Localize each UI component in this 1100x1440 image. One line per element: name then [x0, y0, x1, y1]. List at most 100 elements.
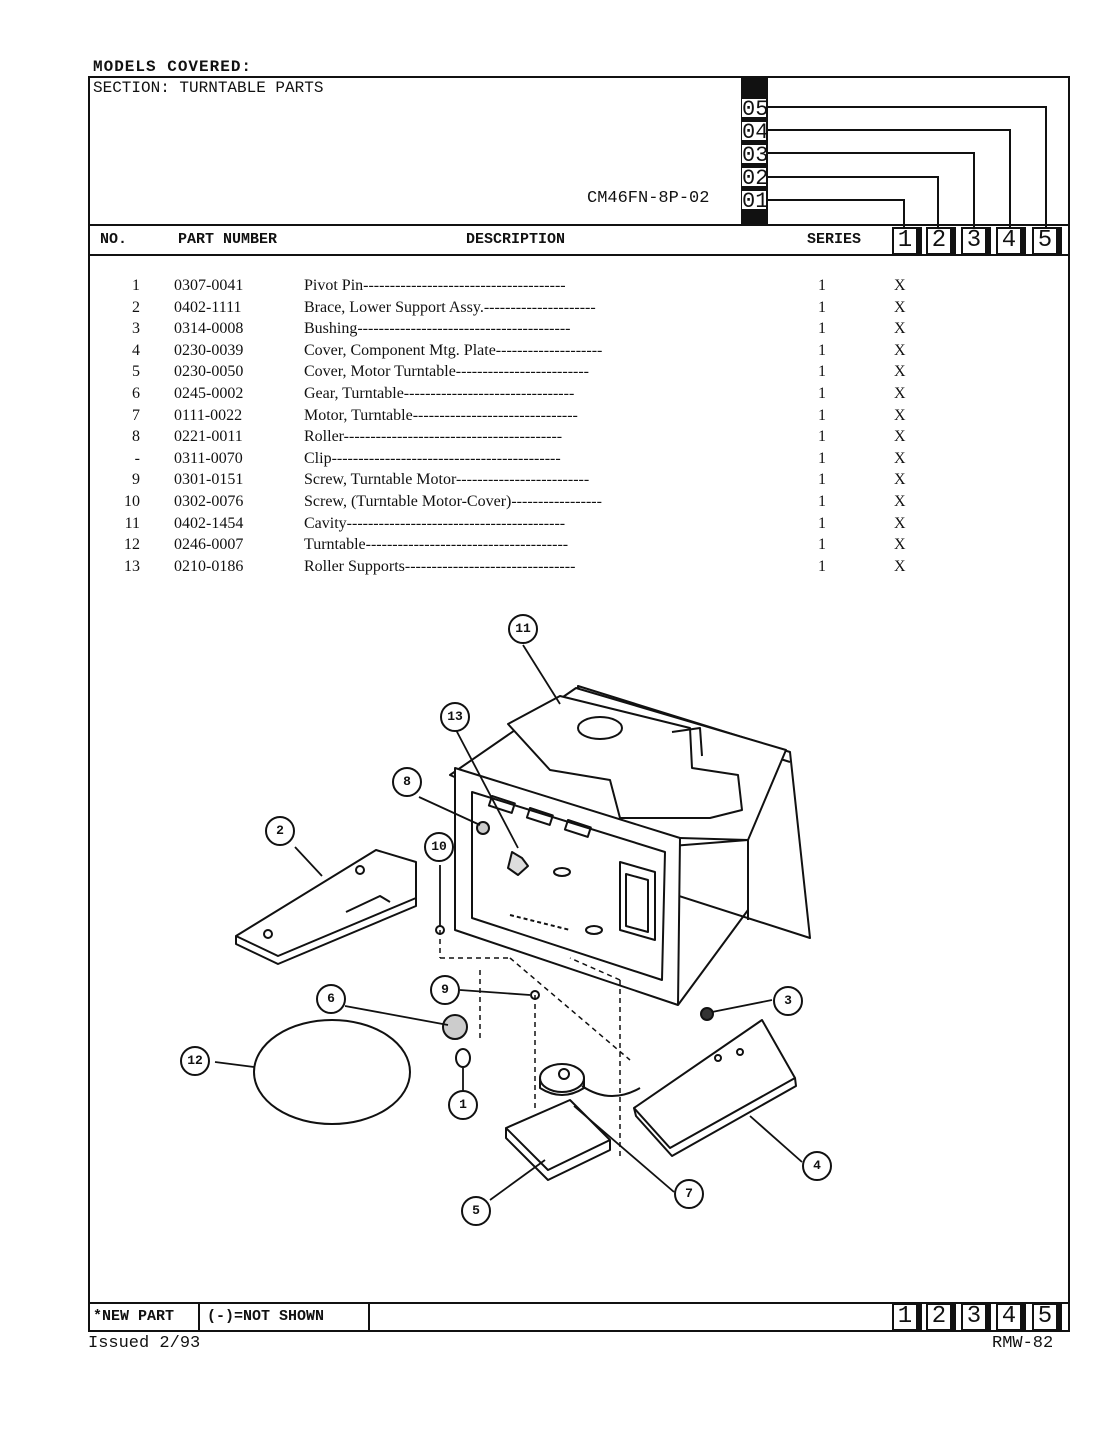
model-suffix: 02 [742, 166, 769, 191]
new-part-legend: *NEW PART [93, 1308, 175, 1325]
series-box: 2 [926, 227, 956, 255]
brace-drawing [235, 849, 417, 965]
model-suffix: 04 [742, 120, 769, 145]
cavity-drawing [449, 685, 811, 1006]
part-index: 1 [132, 277, 140, 294]
part-number: 0230-0050 [174, 363, 244, 381]
part-number: 0230-0039 [174, 341, 244, 359]
part-quantity: 1 [818, 493, 826, 510]
part-quantity: 1 [818, 406, 826, 424]
page-code: RMW-82 [992, 1334, 1054, 1353]
parts-row: 10 0302-0076 Screw, (Turntable Motor-Cover… [0, 493, 1100, 514]
issued-date: Issued 2/93 [88, 1334, 201, 1353]
part-series-mark: X [894, 406, 906, 424]
exploded-diagram [214, 644, 811, 1201]
part-series-mark: X [894, 363, 906, 381]
parts-row: 12 0246-0007 Turntable--------------------… [0, 536, 1100, 557]
part-series-mark: X [894, 341, 906, 359]
part-index: 12 [124, 536, 140, 554]
not-shown-legend: (-)=NOT SHOWN [207, 1308, 325, 1325]
part-number: 0246-0007 [174, 536, 244, 554]
callout-bubble: 4 [802, 1151, 832, 1181]
col-description: DESCRIPTION [466, 231, 566, 248]
series-box: 1 [892, 1303, 922, 1331]
part-index: 10 [124, 493, 140, 510]
part-description: Clip------------------------------------… [304, 449, 561, 467]
part-quantity: 1 [818, 363, 826, 381]
part-series-mark: X [894, 514, 906, 532]
part-quantity: 1 [818, 536, 826, 554]
part-number: 0210-0186 [174, 557, 244, 575]
model-code: CM46FN-8P-02 [587, 189, 710, 208]
part-number: 0311-0070 [174, 449, 243, 467]
callout-bubble: 3 [773, 986, 803, 1016]
part-description: Screw, Turntable Motor------------------… [304, 471, 590, 489]
callout-bubble: 2 [265, 816, 295, 846]
part-description: Cavity----------------------------------… [304, 514, 566, 532]
part-index: 4 [132, 341, 140, 359]
part-quantity: 1 [818, 449, 826, 467]
part-series-mark: X [894, 320, 906, 338]
part-index: 9 [132, 471, 140, 489]
col-no: NO. [100, 231, 128, 248]
models-covered-label: MODELS COVERED: [93, 58, 253, 76]
header-bottom-rule [88, 254, 1070, 256]
footer-top-rule [88, 1302, 1070, 1304]
footer-divider-2 [368, 1302, 370, 1332]
part-index: 3 [132, 320, 140, 338]
part-index: - [134, 449, 140, 467]
series-box: 2 [926, 1303, 956, 1331]
part-index: 2 [132, 298, 140, 316]
part-description: Screw, (Turntable Motor-Cover)----------… [304, 493, 602, 510]
callout-bubble: 10 [424, 832, 454, 862]
part-number: 0307-0041 [174, 277, 244, 294]
part-number: 0402-1454 [174, 514, 244, 532]
callout-bubble: 9 [430, 975, 460, 1005]
callout-bubble: 7 [674, 1179, 704, 1209]
part-index: 8 [132, 428, 140, 446]
parts-row: 4 0230-0039 Cover, Component Mtg. Plate---… [0, 342, 1100, 363]
callout-bubble: 1 [448, 1090, 478, 1120]
part-series-mark: X [894, 449, 906, 467]
part-index: 13 [124, 557, 140, 575]
part-quantity: 1 [818, 471, 826, 489]
col-series: SERIES [807, 231, 862, 248]
part-quantity: 1 [818, 514, 826, 532]
model-suffix: 03 [742, 143, 769, 168]
callout-bubble: 11 [508, 614, 538, 644]
footer-divider-1 [198, 1302, 200, 1332]
part-number: 0402-1111 [174, 298, 242, 316]
part-number: 0302-0076 [174, 493, 244, 510]
page-frame [88, 76, 1070, 1332]
series-box: 3 [961, 227, 991, 255]
part-quantity: 1 [818, 341, 826, 359]
part-series-mark: X [894, 428, 906, 446]
part-index: 7 [132, 406, 140, 424]
series-box: 4 [996, 227, 1026, 255]
parts-row: - 0311-0070 Clip--------------------------… [0, 450, 1100, 471]
part-number: 0314-0008 [174, 320, 244, 338]
header-top-rule [88, 224, 1070, 226]
callout-bubble: 13 [440, 702, 470, 732]
part-number: 0245-0002 [174, 385, 244, 402]
part-description: Cover, Component Mtg. Plate-------------… [304, 341, 603, 359]
callout-bubble: 6 [316, 984, 346, 1014]
part-description: Roller----------------------------------… [304, 428, 563, 446]
callout-bubble: 5 [461, 1196, 491, 1226]
part-series-mark: X [894, 557, 906, 575]
section-title: SECTION: TURNTABLE PARTS [93, 79, 324, 97]
series-box: 3 [961, 1303, 991, 1331]
model-suffix: 01 [742, 189, 769, 214]
part-description: Motor, Turntable------------------------… [304, 406, 578, 424]
part-series-mark: X [894, 493, 906, 510]
series-box: 5 [1032, 227, 1062, 255]
part-description: Turntable-------------------------------… [304, 536, 569, 554]
part-number: 0221-0011 [174, 428, 243, 446]
callout-bubble: 8 [392, 767, 422, 797]
series-box: 4 [996, 1303, 1026, 1331]
